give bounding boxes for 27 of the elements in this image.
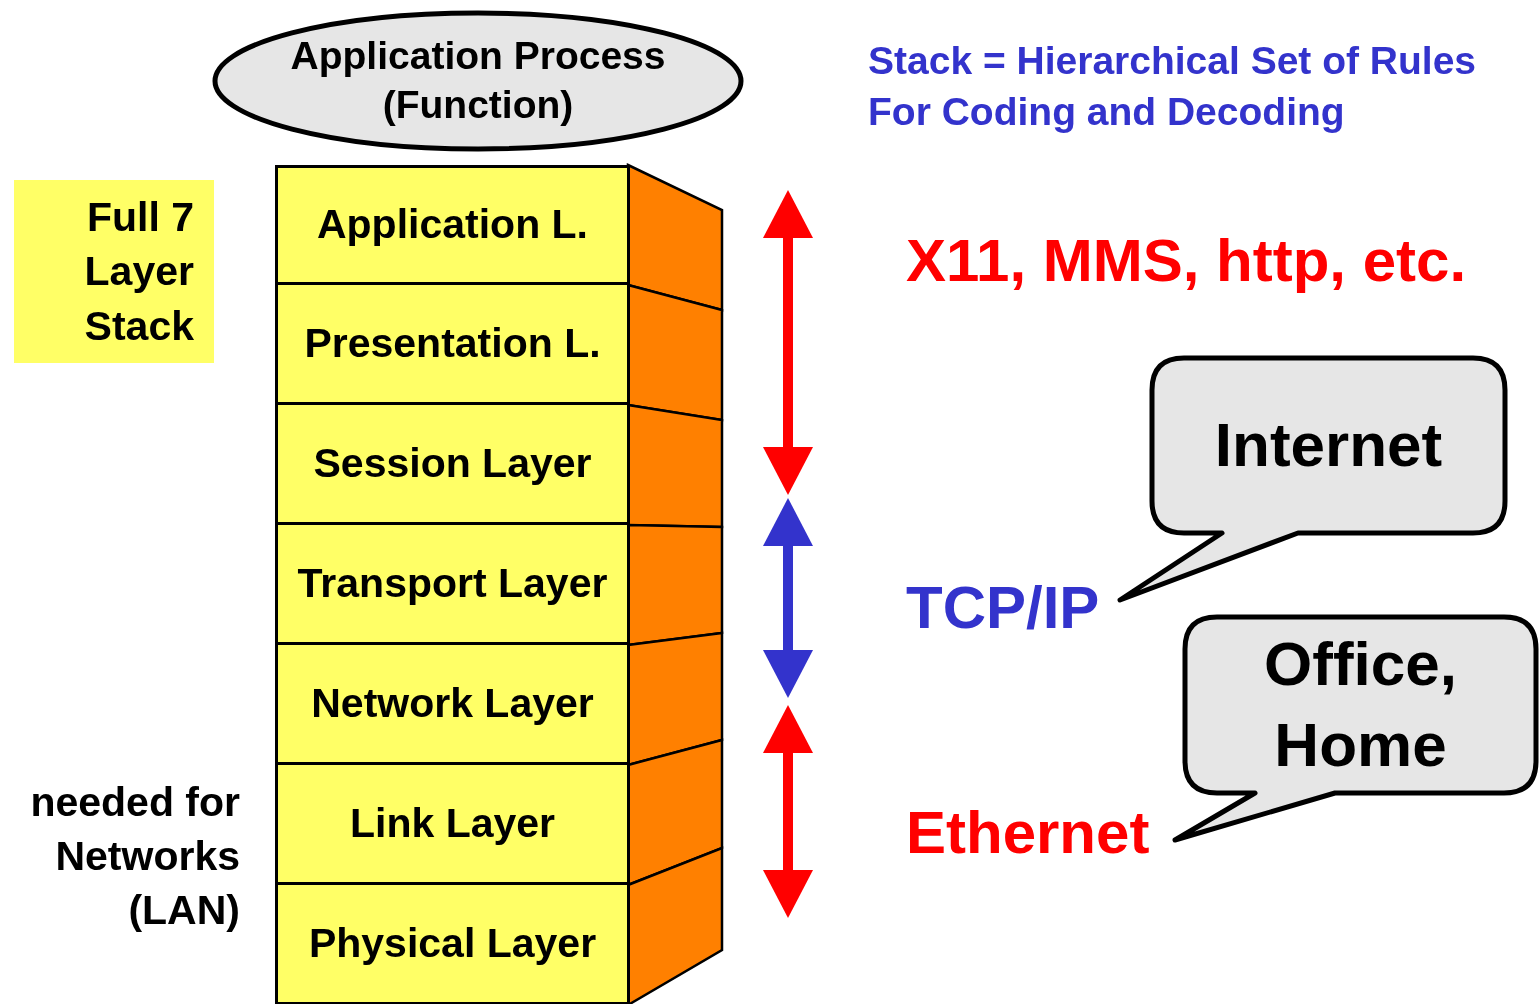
node-text: Network Layer [311, 678, 594, 728]
speech-bubble [1172, 615, 1540, 845]
node-text: Office, Home [1263, 628, 1458, 781]
node-text: Link Layer [349, 798, 556, 848]
node-text: Session Layer [313, 438, 592, 488]
protocol-label: X11, MMS, http, etc. [906, 226, 1468, 296]
layer-box [275, 762, 630, 885]
speech-bubble [1116, 356, 1508, 604]
layer-box [275, 522, 630, 645]
node-text: Internet [1214, 409, 1443, 482]
layer-box [275, 882, 630, 1004]
node-text: Presentation L. [304, 318, 601, 368]
layer-box [275, 402, 630, 525]
layer-box [275, 642, 630, 765]
note-box [14, 180, 214, 363]
protocol-label: Ethernet [906, 798, 1151, 868]
process-ellipse [212, 10, 744, 152]
node-text: Transport Layer [297, 558, 608, 608]
protocol-label: TCP/IP [906, 573, 1101, 643]
node-text: Physical Layer [308, 918, 597, 968]
layer-box [275, 165, 630, 285]
node-text: Full 7 Layer Stack [83, 193, 194, 351]
node-text: Application Process (Function) [289, 33, 667, 128]
layer-box [275, 282, 630, 405]
side-note: needed for Networks (LAN) [29, 778, 240, 936]
heading-note: Stack = Hierarchical Set of Rules For Coding and Decoding [868, 38, 1478, 135]
node-text: Application L. [316, 200, 588, 250]
